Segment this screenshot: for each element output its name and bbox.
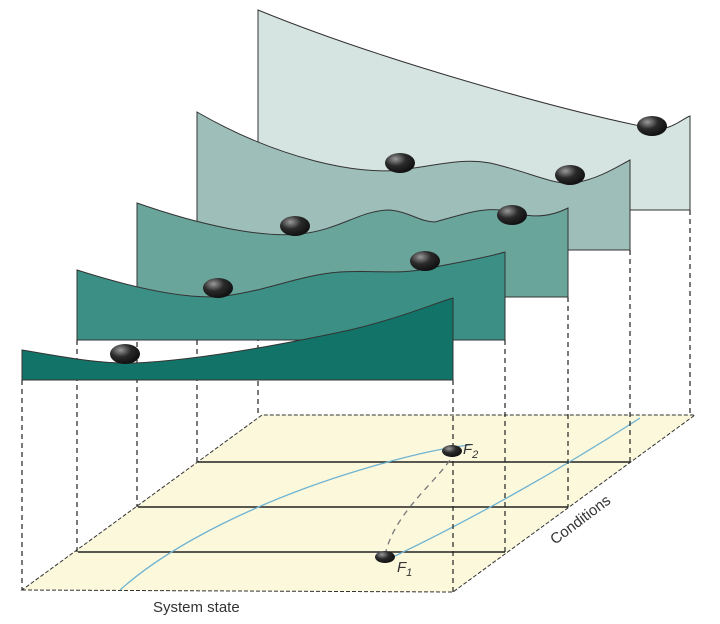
ball-icon bbox=[637, 116, 667, 136]
plane-gridlines bbox=[78, 461, 630, 553]
ball-icon bbox=[410, 251, 440, 271]
ball-icon bbox=[110, 344, 140, 364]
equilibrium-curves bbox=[119, 417, 641, 591]
state-point-f2 bbox=[442, 445, 462, 457]
ball-icon bbox=[497, 205, 527, 225]
ball-icon bbox=[203, 278, 233, 298]
conditions-plane bbox=[20, 414, 697, 593]
state-point-f1 bbox=[375, 551, 395, 563]
ball-icon bbox=[280, 216, 310, 236]
landscape-panel-5 bbox=[21, 297, 454, 381]
label-f2: F2 bbox=[463, 441, 478, 461]
ball-icon bbox=[555, 165, 585, 185]
x-axis-label: System state bbox=[153, 599, 240, 616]
ball-icon bbox=[385, 153, 415, 173]
landscape-panel-1 bbox=[257, 9, 691, 211]
transition-path bbox=[384, 451, 456, 556]
label-f1: F1 bbox=[397, 559, 412, 579]
